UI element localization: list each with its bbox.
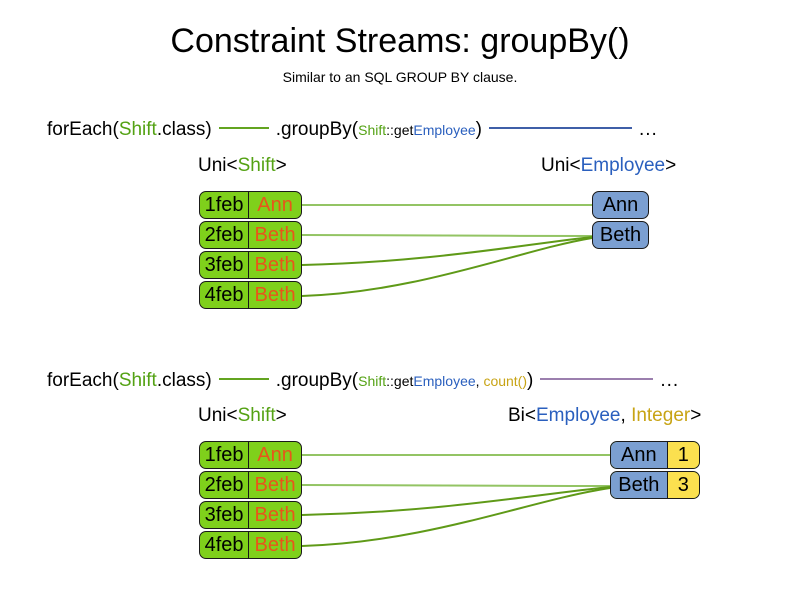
shift-employee: Beth (248, 502, 301, 528)
type-suffix: > (275, 405, 287, 426)
mapper-class: Shift (358, 373, 387, 389)
group-by-close: ) (527, 370, 534, 391)
shift-date: 3feb (204, 504, 244, 526)
type-separator: , (620, 405, 632, 426)
group-count: 3 (666, 472, 699, 498)
link-line (301, 234, 593, 237)
group-box[interactable]: Beth 3 (610, 471, 700, 499)
type-name: Shift (237, 405, 276, 426)
for-each-type: Shift (118, 119, 157, 140)
shift-date: 3feb (204, 254, 244, 276)
shift-date: 2feb (204, 474, 244, 496)
shift-box[interactable]: 1feb Ann (199, 191, 302, 219)
shift-box[interactable]: 4feb Beth (199, 281, 302, 309)
group-box[interactable]: Beth (592, 221, 649, 249)
ellipsis: ... (660, 370, 680, 391)
ellipsis: ... (638, 119, 658, 140)
link-line (301, 236, 593, 266)
type-name: Shift (237, 155, 276, 176)
shift-box[interactable]: 3feb Beth (199, 251, 302, 279)
group-employee: Ann (602, 194, 639, 216)
for-each-close: .class) (156, 370, 212, 391)
mapper-class: Shift (358, 122, 387, 138)
type-prefix: Uni< (198, 405, 238, 426)
group-by-close: ) (475, 119, 482, 140)
shift-employee: Beth (248, 282, 301, 308)
shift-box[interactable]: 2feb Beth (199, 221, 302, 249)
mapper-sep: ::get (386, 373, 414, 389)
shift-box[interactable]: 1feb Ann (199, 441, 302, 469)
collector: count() (483, 373, 528, 389)
shift-date: 1feb (204, 194, 244, 216)
shift-employee: Beth (248, 532, 301, 558)
connector-green (218, 378, 269, 381)
shift-employee: Beth (248, 252, 301, 278)
type-prefix: Uni< (541, 155, 581, 176)
group-employee: Ann (611, 442, 667, 468)
for-each-close: .class) (156, 119, 212, 140)
type-name: Employee (536, 405, 621, 426)
group-count: 1 (666, 442, 699, 468)
connector-purple (540, 378, 654, 381)
page-subtitle: Similar to an SQL GROUP BY clause. (282, 69, 518, 85)
page-title: Constraint Streams: groupBy() (170, 22, 630, 60)
for-each-open: forEach( (47, 119, 119, 140)
group-box[interactable]: Ann (592, 191, 649, 219)
right-type-label-2: Bi<Employee, Integer> (508, 404, 701, 427)
group-employee: Beth (599, 224, 642, 246)
code-line-groupby-single: forEach(Shift.class).groupBy(Shift::getE… (47, 118, 658, 142)
group-employee: Beth (611, 472, 667, 498)
shift-employee: Ann (248, 192, 301, 218)
left-type-label-1: Uni<Shift> (198, 154, 287, 177)
mapper-comma: , (475, 373, 484, 389)
link-line (301, 486, 611, 516)
shift-date: 2feb (204, 224, 244, 246)
for-each-type: Shift (118, 370, 157, 391)
shift-box[interactable]: 2feb Beth (199, 471, 302, 499)
for-each-open: forEach( (47, 370, 119, 391)
link-line (301, 487, 611, 547)
group-by-open: .groupBy( (275, 370, 359, 391)
type-name: Employee (580, 155, 666, 176)
mapper-prop: Employee (413, 122, 476, 138)
type-name-2: Integer (631, 405, 691, 426)
connector-blue (488, 127, 632, 130)
shift-date: 4feb (204, 284, 244, 306)
type-prefix: Bi< (508, 405, 536, 426)
shift-box[interactable]: 3feb Beth (199, 501, 302, 529)
shift-date: 4feb (204, 534, 244, 556)
link-line (301, 237, 593, 297)
group-by-open: .groupBy( (275, 119, 359, 140)
mapper-sep: ::get (386, 122, 414, 138)
code-line-groupby-count: forEach(Shift.class).groupBy(Shift::getE… (47, 369, 679, 393)
left-type-label-2: Uni<Shift> (198, 404, 287, 427)
type-suffix: > (690, 405, 702, 426)
connector-green (218, 127, 269, 130)
link-line (301, 484, 611, 487)
group-box[interactable]: Ann 1 (610, 441, 700, 469)
shift-employee: Beth (248, 222, 301, 248)
type-prefix: Uni< (198, 155, 238, 176)
shift-box[interactable]: 4feb Beth (199, 531, 302, 559)
type-suffix: > (665, 155, 677, 176)
shift-employee: Beth (248, 472, 301, 498)
right-type-label-1: Uni<Employee> (541, 154, 676, 177)
shift-employee: Ann (248, 442, 301, 468)
mapper-prop: Employee (413, 373, 476, 389)
shift-date: 1feb (204, 444, 244, 466)
type-suffix: > (275, 155, 287, 176)
